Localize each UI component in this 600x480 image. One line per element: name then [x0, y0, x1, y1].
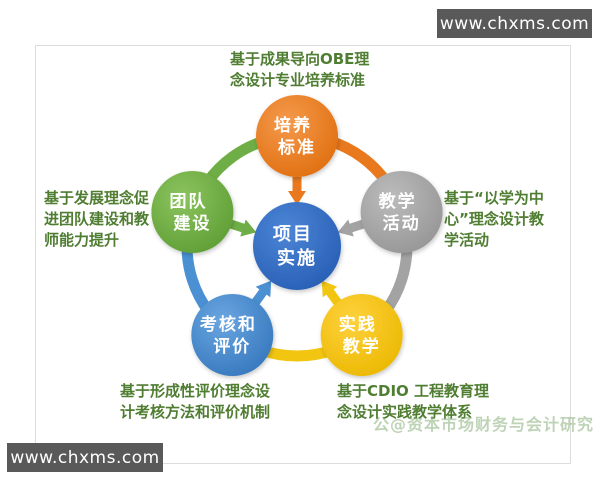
watermark-bar-top: www.chxms.com	[437, 9, 592, 38]
watermark-url-text: www.chxms.com	[439, 13, 590, 34]
node-circle-team-building	[151, 171, 234, 253]
watermark-url-text: www.chxms.com	[10, 447, 160, 468]
node-label-teaching-activity: 教学 活动	[378, 191, 425, 234]
inward-arrow-orange-icon	[288, 177, 306, 205]
node-label-assessment: 考核和 评价	[199, 314, 265, 357]
inward-arrow-green-icon	[228, 219, 257, 237]
inward-arrows	[228, 177, 366, 306]
node-circles	[151, 95, 443, 376]
inward-arrow-yellow-icon	[321, 280, 342, 306]
node-label-team-building: 团队 建设	[169, 191, 215, 234]
node-circle-teaching-activity	[360, 171, 443, 253]
node-circle-training-standard	[256, 95, 338, 177]
center-label-project-implementation: 项目 实施	[273, 224, 321, 269]
annotation-practice-teaching: 基于CDIO 工程教育理 念设计实践教学体系	[337, 382, 490, 421]
node-label-practice-teaching: 实践 教学	[339, 314, 385, 357]
node-circle-assessment	[191, 294, 274, 376]
faint-watermark-text: 公@资本市场财务与会计研究	[373, 415, 595, 434]
annotation-teaching-activity: 基于“以学为中 心”理念设计教 学活动	[444, 189, 544, 249]
annotation-assessment: 基于形成性评价理念设 计考核方法和评价机制	[120, 382, 271, 421]
inward-arrow-blue-icon	[251, 280, 272, 306]
inward-arrow-gray-icon	[337, 219, 366, 237]
annotation-training-standard: 基于成果导向OBE理 念设计专业培养标准	[230, 50, 370, 89]
node-circle-practice-teaching	[320, 294, 403, 376]
center-circle-project	[253, 202, 341, 290]
node-labels: 培养 标准 教学 活动 实践 教学 考核和 评价	[169, 115, 425, 357]
annotation-team-building: 基于发展理念促 进团队建设和教 师能力提升	[44, 189, 150, 249]
node-label-training-standard: 培养 标准	[274, 115, 320, 158]
watermark-bar-bottom: www.chxms.com	[7, 443, 163, 472]
